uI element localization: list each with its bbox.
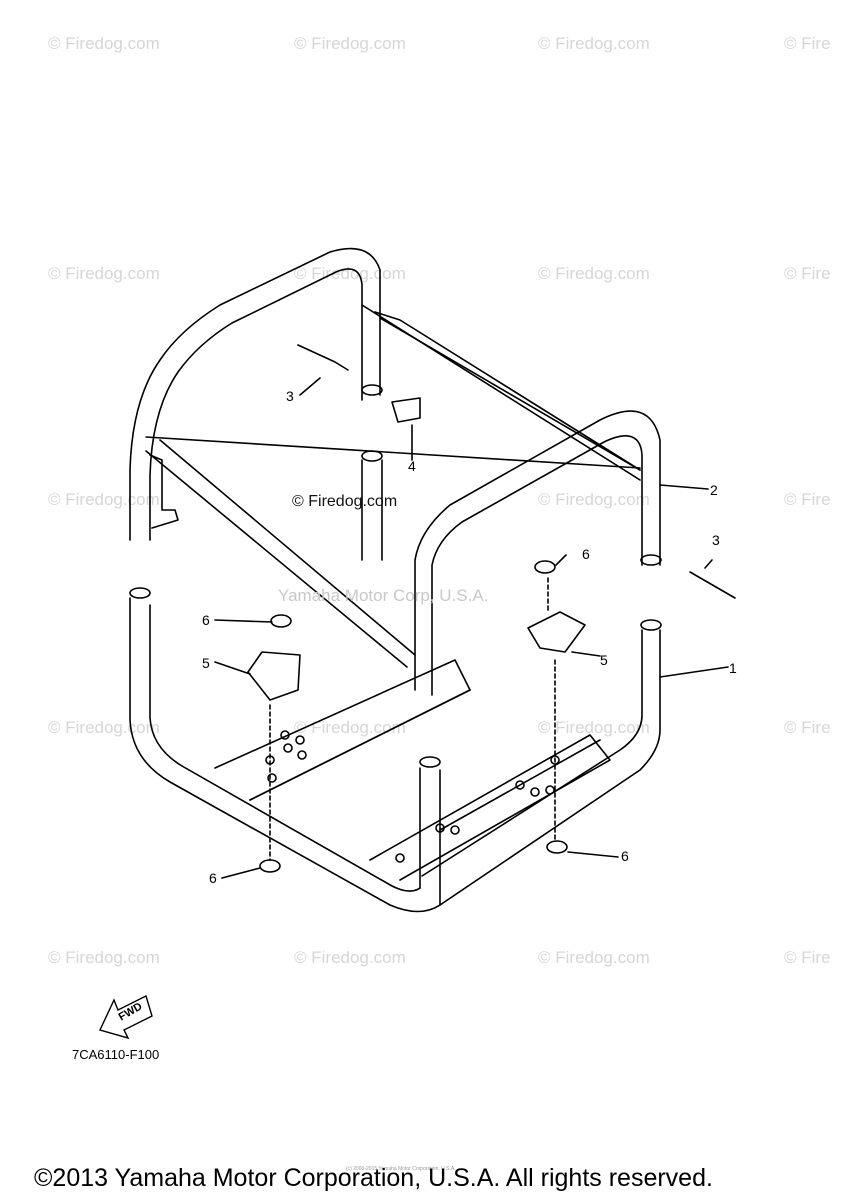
watermark: © Firedog.com xyxy=(538,718,650,737)
watermark: © Firedog.com xyxy=(294,718,406,737)
watermark: © Fire xyxy=(784,264,831,283)
callout-4: 4 xyxy=(408,458,416,474)
callout-1: 1 xyxy=(729,660,737,676)
fwd-arrow-icon xyxy=(99,995,153,1040)
watermark: © Firedog.com xyxy=(48,490,160,509)
callout-6d: 6 xyxy=(621,848,629,864)
callout-6c: 6 xyxy=(209,870,217,886)
watermark: © Firedog.com xyxy=(48,34,160,53)
watermark: © Fire xyxy=(784,34,831,53)
watermark: © Firedog.com xyxy=(294,948,406,967)
part-code: 7CA6110-F100 xyxy=(72,1047,160,1062)
callout-5: 5 xyxy=(202,655,210,671)
callout-6: 6 xyxy=(202,612,210,628)
watermark: © Firedog.com xyxy=(538,490,650,509)
center-watermark: © Firedog.com xyxy=(292,493,398,510)
callout-2: 2 xyxy=(710,482,718,498)
callout-3b: 3 xyxy=(712,532,720,548)
watermark: © Fire xyxy=(784,718,831,737)
callout-5b: 5 xyxy=(600,652,608,668)
tiny-footer: (c) 2000-2015 Yamaha Motor Corporation, … xyxy=(346,1166,456,1172)
watermark: © Firedog.com xyxy=(48,264,160,283)
watermark: © Firedog.com xyxy=(538,264,650,283)
watermark: © Firedog.com xyxy=(294,34,406,53)
callout-3: 3 xyxy=(286,388,294,404)
copyright-footer: ©2013 Yamaha Motor Corporation, U.S.A. A… xyxy=(34,1164,713,1192)
watermark: © Firedog.com xyxy=(538,948,650,967)
watermark: © Fire xyxy=(784,490,831,509)
callout-6b: 6 xyxy=(582,546,590,562)
watermark: © Firedog.com xyxy=(538,34,650,53)
watermark: © Fire xyxy=(784,948,831,967)
mid-watermark: Yamaha Motor Corp, U.S.A. xyxy=(278,586,489,605)
watermark: © Firedog.com xyxy=(48,948,160,967)
